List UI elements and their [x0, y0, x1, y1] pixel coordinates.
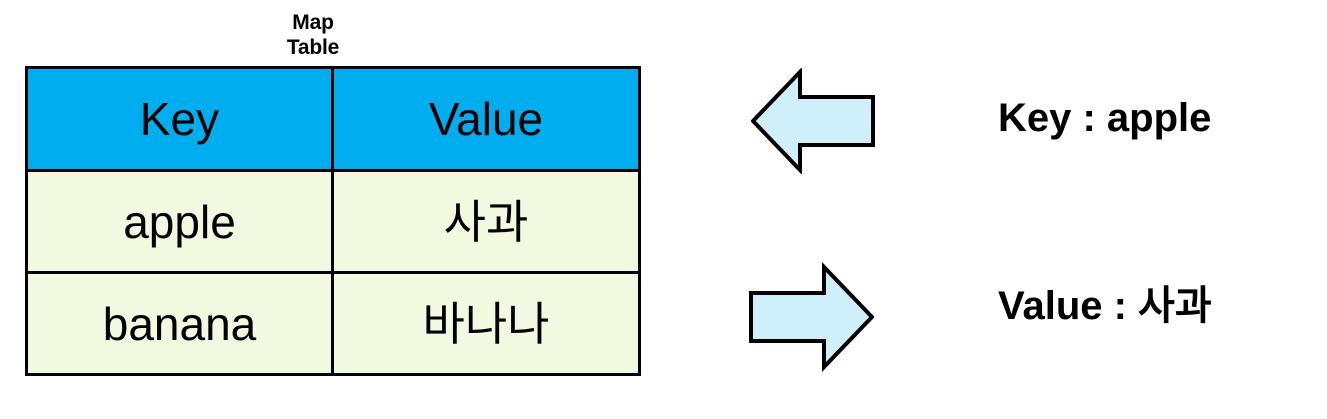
table-caption: Map Table — [248, 10, 378, 60]
key-annotation-label: Key : apple — [998, 96, 1212, 140]
table-row: apple 사과 — [25, 169, 641, 274]
cell-value-banana: 바나나 — [331, 271, 641, 376]
column-header-key: Key — [25, 66, 334, 172]
value-annotation-label: Value : 사과 — [998, 284, 1212, 328]
cell-key-apple: apple — [25, 169, 334, 274]
table-row: banana 바나나 — [25, 271, 641, 376]
arrow-right-icon — [749, 262, 874, 372]
table-header-row: Key Value — [25, 66, 641, 172]
cell-key-banana: banana — [25, 271, 334, 376]
column-header-value: Value — [331, 66, 641, 172]
map-table: Key Value apple 사과 banana 바나나 — [25, 66, 641, 376]
caption-line-map: Map — [292, 11, 334, 34]
cell-value-apple: 사과 — [331, 169, 641, 274]
caption-line-table: Table — [286, 36, 340, 59]
arrow-left-icon — [751, 68, 875, 174]
